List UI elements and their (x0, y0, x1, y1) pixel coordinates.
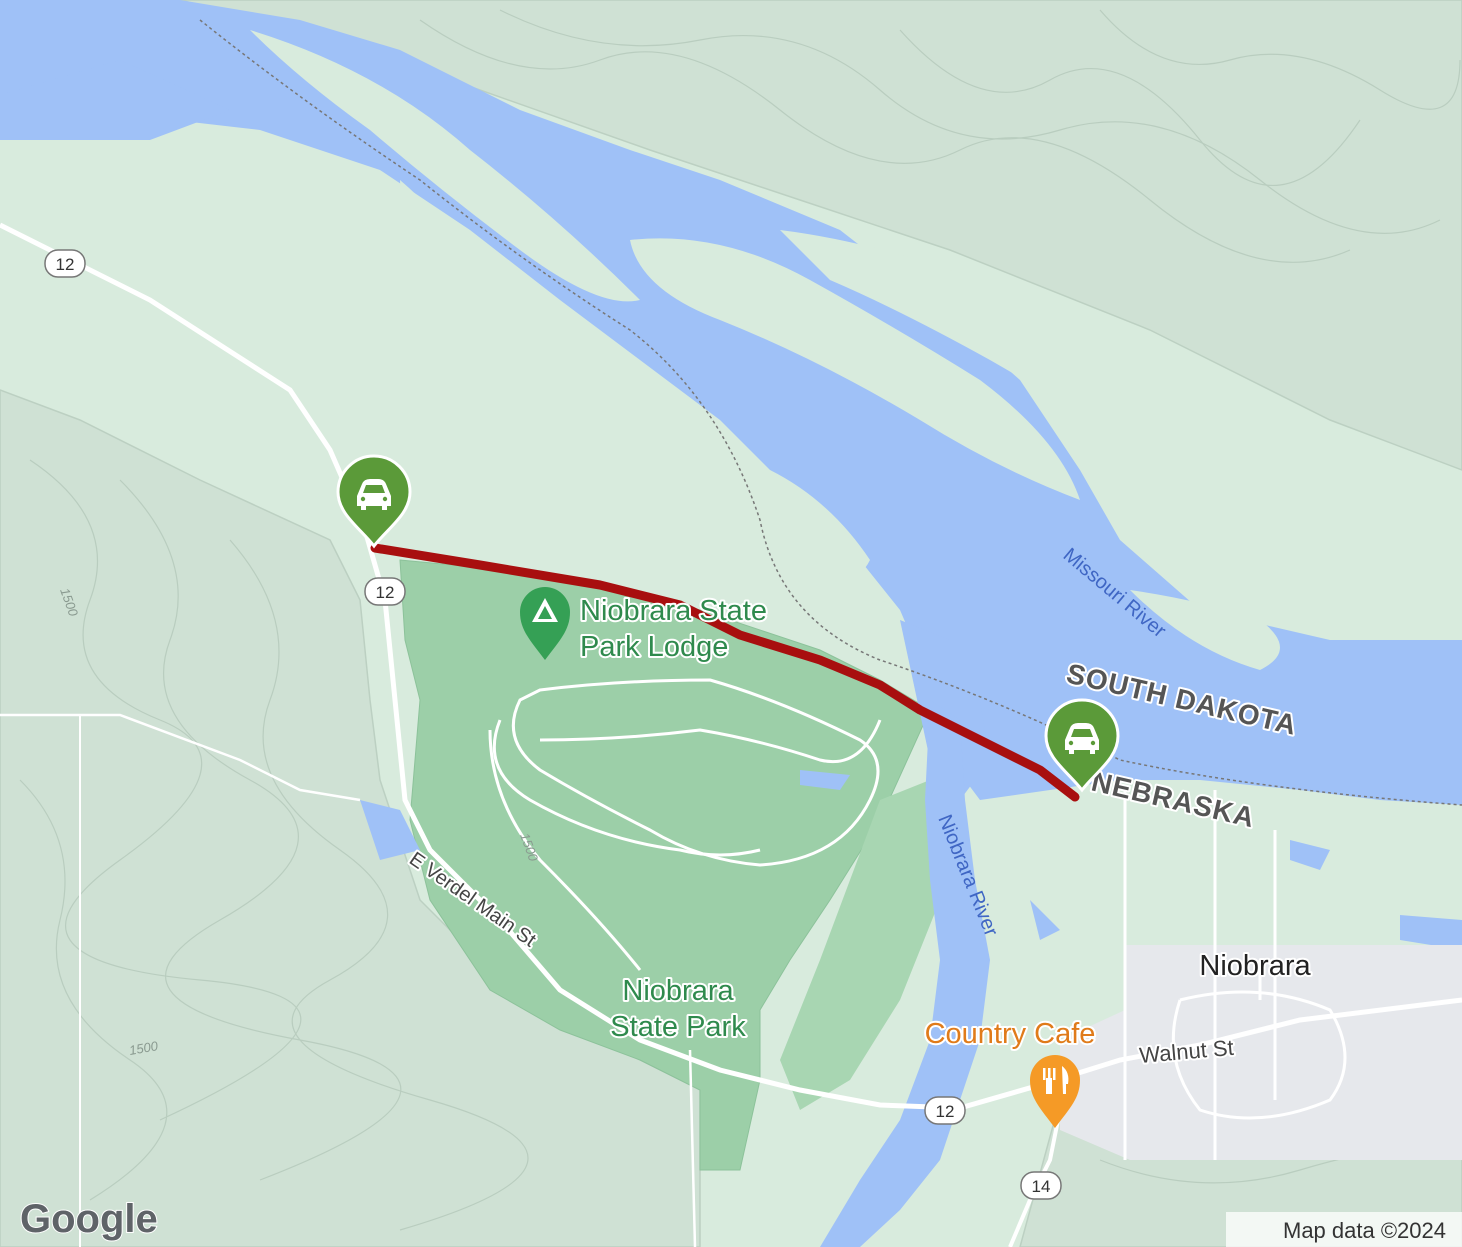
svg-text:12: 12 (56, 255, 75, 274)
small-lakes (360, 770, 1462, 950)
town-streets (1123, 790, 1347, 1160)
highway-shield-12-c: 12 (924, 1096, 966, 1125)
poi-country-cafe[interactable]: Country Cafe (923, 1016, 1097, 1128)
car-icon (1065, 723, 1099, 754)
attribution-background (1226, 1212, 1462, 1247)
car-icon (357, 479, 391, 510)
park-label-line1: Niobrara (622, 975, 734, 1007)
town-area (1060, 945, 1462, 1160)
map-attribution[interactable]: Map data ©2024 (1283, 1218, 1446, 1243)
highway-shield-12-a: 12 (44, 249, 86, 278)
terrain-ridges (19, 9, 1461, 1231)
river-islands (250, 30, 1280, 670)
svg-text:12: 12 (936, 1102, 955, 1121)
route-line[interactable] (370, 543, 1080, 802)
park-trails (488, 678, 882, 971)
state-boundary (199, 19, 1462, 806)
town-label: Niobrara (1199, 950, 1311, 982)
poi-niobrara-state-park-lodge[interactable]: Niobrara State Park Lodge (520, 587, 769, 665)
restaurant-pin-icon (1030, 1055, 1080, 1128)
tent-icon (532, 598, 558, 622)
park-strip (780, 780, 940, 1110)
fork-knife-icon (1043, 1066, 1069, 1094)
highway-shield-12-b: 12 (364, 577, 406, 606)
poi-label-lodge-line2: Park Lodge (580, 631, 728, 663)
google-logo: Google (20, 1197, 158, 1241)
poi-label-lodge-line1: Niobrara State (580, 595, 767, 627)
campground-pin-icon (520, 587, 570, 660)
highway-shield-14: 14 (1020, 1171, 1062, 1200)
poi-label-cafe: Country Cafe (925, 1018, 1096, 1050)
svg-text:14: 14 (1032, 1177, 1051, 1196)
svg-text:12: 12 (376, 583, 395, 602)
start-car-marker[interactable] (336, 454, 412, 549)
park-label-line2: State Park (610, 1011, 746, 1043)
end-car-marker[interactable] (1044, 698, 1120, 793)
contour-label-3: 1500 (128, 1038, 160, 1058)
